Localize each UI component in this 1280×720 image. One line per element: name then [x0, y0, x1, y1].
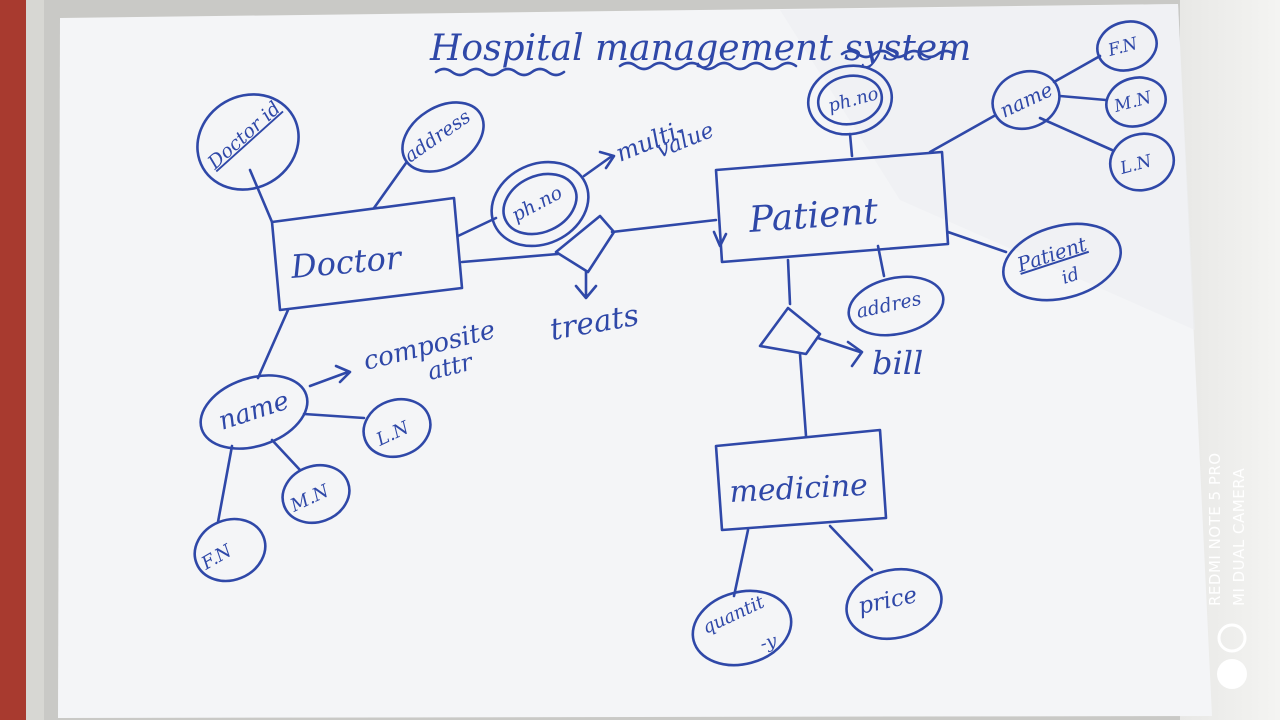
- doctor-id-link: [248, 168, 274, 224]
- treats-patient-link: [610, 218, 718, 234]
- title-underline-3: [840, 49, 956, 59]
- doctor-treats-link: [460, 252, 560, 264]
- patient-ln-attribute: [1108, 132, 1176, 192]
- doctor-name-link: [256, 308, 290, 380]
- doctor-entity-box: [270, 196, 464, 312]
- patient-mn-attribute: [1105, 76, 1167, 128]
- watermark-line-1: REDMI NOTE 5 PRO: [1206, 452, 1224, 606]
- doctor-name-attribute: [199, 374, 309, 450]
- bill-arrow-icon: [816, 336, 864, 368]
- doctor-mn-link: [270, 438, 302, 472]
- patient-address-attribute: [847, 275, 945, 337]
- patient-name-attribute: [991, 69, 1061, 131]
- patient-bill-link: [786, 258, 792, 306]
- doctor-address-link: [372, 161, 408, 210]
- watermark-line-2: MI DUAL CAMERA: [1230, 467, 1248, 606]
- doctor-mn-attribute: [281, 463, 351, 525]
- doctor-phone-attribute-outer: [490, 160, 590, 248]
- medicine-entity-box: [714, 428, 888, 532]
- medicine-quantity-link: [732, 528, 750, 598]
- multivalue-arrow-icon: [582, 150, 616, 178]
- patient-entity-box: [714, 150, 950, 264]
- doctor-id-attribute: [196, 93, 300, 191]
- medicine-price-link: [828, 524, 874, 572]
- bill-label: bill: [872, 344, 923, 382]
- patient-address-link: [876, 244, 886, 278]
- patient-id-label-2: id: [1059, 263, 1082, 288]
- background-strip: [26, 0, 44, 720]
- patient-id-link: [946, 230, 1008, 254]
- camera-watermark: REDMI NOTE 5 PRO MI DUAL CAMERA: [1206, 452, 1248, 606]
- patient-phone-attribute-inner: [816, 74, 884, 126]
- camera-lens-icon: [1217, 623, 1247, 689]
- medicine-entity-label: medicine: [729, 468, 869, 510]
- background-edge: [0, 0, 26, 720]
- patient-mn-link: [1058, 94, 1108, 102]
- doctor-phone-attribute-inner: [502, 172, 578, 236]
- patient-name-link: [928, 114, 996, 154]
- diagram-title: Hospital management system: [429, 28, 971, 69]
- patient-phone-link: [848, 132, 854, 158]
- patient-entity-label: Patient: [747, 191, 880, 241]
- doctor-phone-link: [456, 216, 498, 238]
- title-underline-1: [434, 67, 566, 77]
- doctor-address-attribute: [401, 101, 485, 173]
- bill-relationship-diamond: [758, 306, 822, 356]
- medicine-price-attribute: [845, 567, 943, 641]
- medicine-quantity-attribute: [691, 589, 793, 667]
- title-underline-2: [618, 61, 798, 71]
- patient-id-attribute: [1002, 222, 1122, 302]
- patient-fn-link: [1052, 54, 1102, 84]
- bill-medicine-link: [798, 352, 808, 438]
- doctor-ln-link: [302, 412, 366, 420]
- patient-ln-link: [1038, 116, 1114, 152]
- composite-arrow-icon: [308, 364, 352, 388]
- patient-arrow-icon: [712, 230, 728, 248]
- treats-arrow-icon: [574, 270, 598, 300]
- paper-shadow: [780, 4, 1195, 330]
- doctor-fn-link: [216, 444, 234, 524]
- doctor-ln-attribute: [362, 397, 432, 459]
- medicine-quantity-label-2: -y: [758, 630, 780, 655]
- patient-fn-attribute: [1096, 20, 1158, 72]
- patient-phone-attribute-outer: [806, 64, 894, 136]
